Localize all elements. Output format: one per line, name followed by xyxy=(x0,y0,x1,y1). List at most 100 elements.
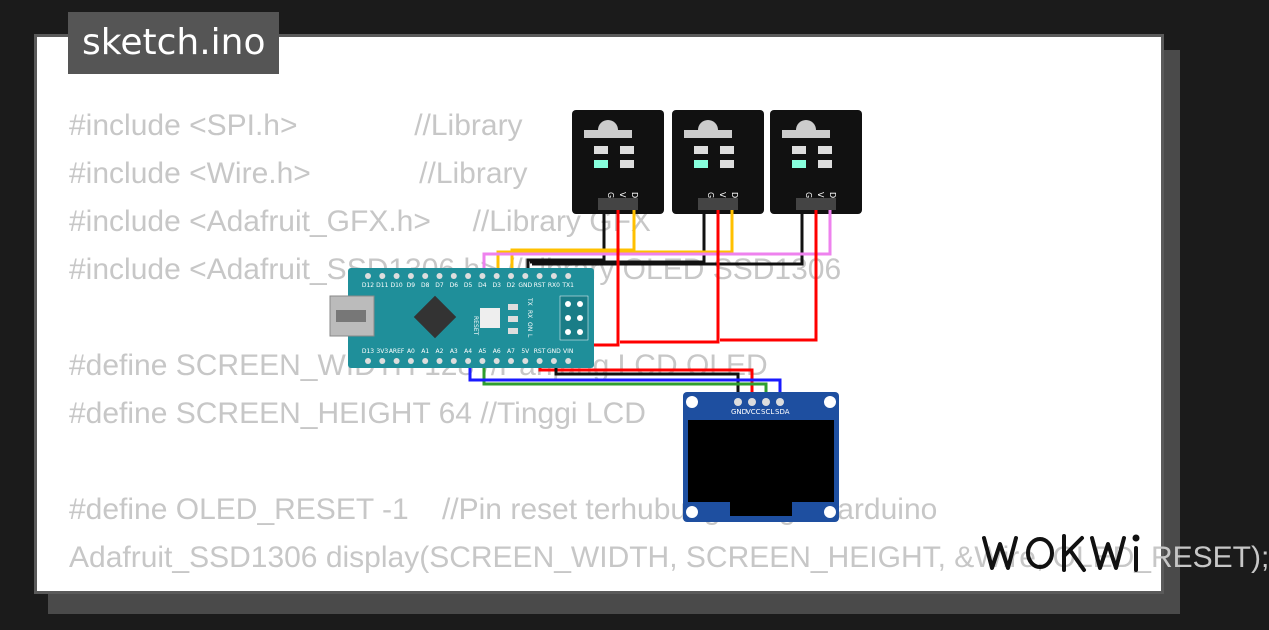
oled-pin xyxy=(776,398,784,406)
wire-vcc xyxy=(620,210,720,344)
nano-pin xyxy=(379,358,386,364)
led-label: ON xyxy=(526,322,533,331)
resistor-icon xyxy=(818,160,832,168)
nano-pin xyxy=(508,358,514,364)
nano-pin xyxy=(407,273,414,279)
usb-opening xyxy=(336,310,366,322)
oled-pin-label: SDA xyxy=(775,408,790,416)
wire-signal xyxy=(510,210,636,278)
nano-pin-label: A0 xyxy=(407,348,415,355)
wire-vcc xyxy=(720,210,818,342)
nano-pin-label: D12 xyxy=(362,282,374,289)
code-line: #include <Adafruit_GFX.h> //Library GFX xyxy=(69,205,651,238)
nano-pin xyxy=(465,273,472,279)
led-icon xyxy=(694,160,708,168)
oled-pin-label: SCL xyxy=(761,408,774,416)
resistor-icon xyxy=(594,146,608,154)
nano-pin-label: D5 xyxy=(464,282,473,289)
resistor-icon xyxy=(720,160,734,168)
oled-pin xyxy=(748,398,756,406)
nano-pin-label: AREF xyxy=(389,348,405,355)
nano-pin-label: A4 xyxy=(464,348,472,355)
resistor-icon xyxy=(818,146,832,154)
nano-pin-label: A3 xyxy=(450,348,458,355)
nano-pin-label: A1 xyxy=(421,348,429,355)
resistor-icon xyxy=(792,146,806,154)
circuit-diagram: GND VCC DAT GND VCC DAT GND VCC DAT xyxy=(329,110,862,522)
mount-hole xyxy=(824,506,836,518)
mount-hole xyxy=(686,506,698,518)
oled-pin xyxy=(734,398,742,406)
ir-receiver-icon xyxy=(584,120,632,138)
nano-pin xyxy=(565,273,572,279)
chip-icon xyxy=(413,295,457,339)
nano-pin-label: D8 xyxy=(421,282,430,289)
nano-pin-label: GND xyxy=(547,348,561,355)
icsp-pin xyxy=(577,301,583,307)
nano-pin-label: A5 xyxy=(478,348,486,355)
led-icon xyxy=(508,328,518,334)
oled-pin-label: GND xyxy=(731,408,747,416)
wire-gnd xyxy=(530,210,706,264)
ir-sensor: GND VCC DAT xyxy=(672,110,764,214)
nano-pin xyxy=(450,273,457,279)
wire-gnd xyxy=(532,210,804,266)
nano-pin-label: VIN xyxy=(563,348,573,355)
mount-hole xyxy=(824,396,836,408)
resistor-icon xyxy=(720,146,734,154)
nano-pin-label: D2 xyxy=(507,282,516,289)
nano-pin xyxy=(493,273,500,279)
oled-ribbon xyxy=(730,502,792,516)
nano-pin-label: D9 xyxy=(407,282,416,289)
pin-header xyxy=(698,198,738,210)
nano-pin xyxy=(393,273,400,279)
nano-pin xyxy=(522,273,529,279)
nano-pin-label: TX1 xyxy=(561,282,574,289)
nano-pin xyxy=(493,358,500,364)
oled-screen xyxy=(688,420,834,502)
nano-pin xyxy=(465,358,472,364)
nano-pin-label: A7 xyxy=(507,348,515,355)
nano-pin-label: GND xyxy=(518,282,532,289)
icsp-pin xyxy=(565,301,571,307)
code-line: #include <SPI.h> //Library xyxy=(69,109,523,142)
nano-pin xyxy=(436,273,443,279)
reset-label: RESET xyxy=(472,316,479,336)
resistor-icon xyxy=(620,160,634,168)
nano-pin xyxy=(550,273,557,279)
nano-pin xyxy=(422,358,429,364)
nano-pin xyxy=(565,358,572,364)
icsp-pin xyxy=(565,329,571,335)
reset-button[interactable] xyxy=(480,308,500,328)
ir-sensor: GND VCC DAT xyxy=(572,110,664,214)
nano-pin-label: 3V3 xyxy=(376,348,388,355)
wire-signal xyxy=(496,210,734,278)
led-icon xyxy=(792,160,806,168)
nano-pin xyxy=(365,273,371,279)
nano-pin xyxy=(536,273,543,279)
oled-display: GND VCC SCL SDA xyxy=(683,392,839,522)
icsp-header xyxy=(559,295,589,341)
led-label: L xyxy=(526,334,533,338)
led-icon xyxy=(508,304,518,310)
nano-pin xyxy=(450,358,457,364)
led-icon xyxy=(594,160,608,168)
code-line: #define SCREEN_HEIGHT 64 //Tinggi LCD xyxy=(69,397,646,430)
nano-pin xyxy=(536,358,543,364)
led-label: RX xyxy=(526,310,533,318)
nano-pin-label: D6 xyxy=(450,282,459,289)
nano-pin xyxy=(422,273,429,279)
nano-pin-label: D4 xyxy=(478,282,487,289)
resistor-icon xyxy=(694,146,708,154)
pin-header xyxy=(598,198,638,210)
resistor-icon xyxy=(620,146,634,154)
oled-pin xyxy=(762,398,770,406)
mount-hole xyxy=(686,396,698,408)
file-title: sketch.ino xyxy=(68,12,280,74)
nano-pin-label: RX0 xyxy=(548,282,560,289)
wokwi-logo xyxy=(978,528,1150,578)
nano-pin-label: 5V xyxy=(521,348,530,355)
